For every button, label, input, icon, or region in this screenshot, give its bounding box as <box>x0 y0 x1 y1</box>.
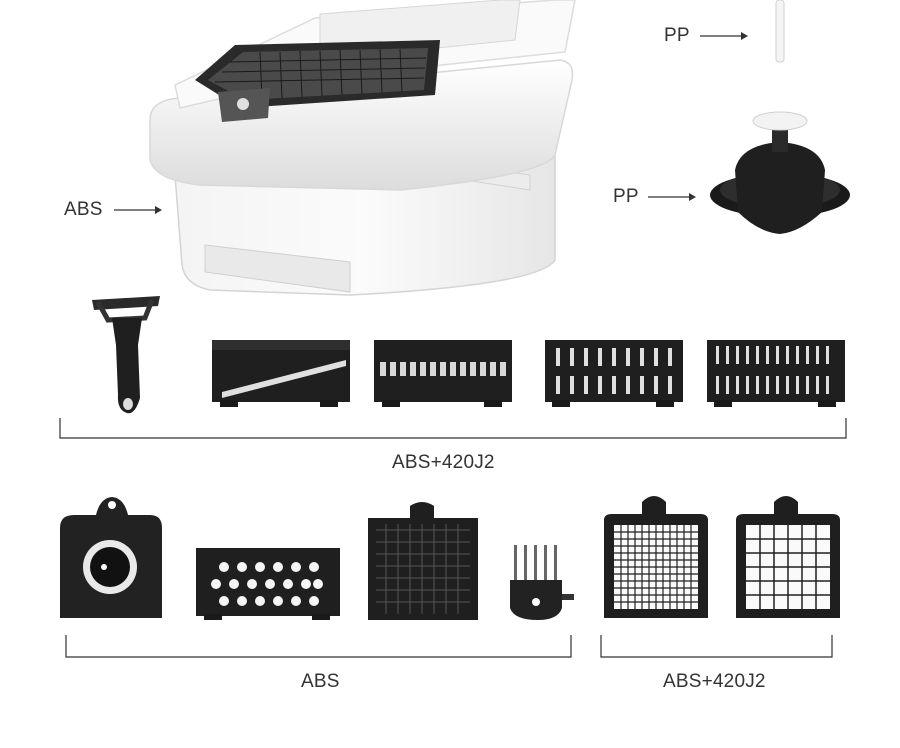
grid-plate-fine <box>368 502 478 620</box>
cleaning-comb <box>510 545 574 620</box>
blade-shredder-coarse <box>545 340 683 407</box>
spiral-cutter-plate <box>60 497 162 618</box>
blade-shredder-fine <box>374 340 512 407</box>
chopper-container <box>149 0 576 296</box>
label-row3-right-material: ABS+420J2 <box>663 671 766 692</box>
label-pp-top: PP <box>664 25 690 46</box>
dicing-grid-large <box>736 496 840 618</box>
pp-top-part <box>775 0 785 63</box>
label-pp-mid: PP <box>613 186 639 207</box>
bracket-row3-left <box>65 635 572 658</box>
bracket-row3-right <box>600 635 833 658</box>
arrow-pp-mid-head <box>689 193 696 201</box>
pp-spiral-holder <box>710 111 850 234</box>
label-row3-left-material: ABS <box>301 671 340 692</box>
label-abs-container: ABS <box>64 199 103 220</box>
grater-round-holes <box>196 548 340 620</box>
dicing-grid-small <box>604 496 708 618</box>
peeler-tool <box>92 296 160 414</box>
arrow-abs-head <box>155 206 162 214</box>
bracket-row2 <box>59 418 847 439</box>
label-row2-material: ABS+420J2 <box>392 452 495 473</box>
blade-shredder-medium <box>707 340 845 407</box>
blade-slicer-diagonal <box>212 340 350 407</box>
arrow-pp-top-head <box>741 32 748 40</box>
